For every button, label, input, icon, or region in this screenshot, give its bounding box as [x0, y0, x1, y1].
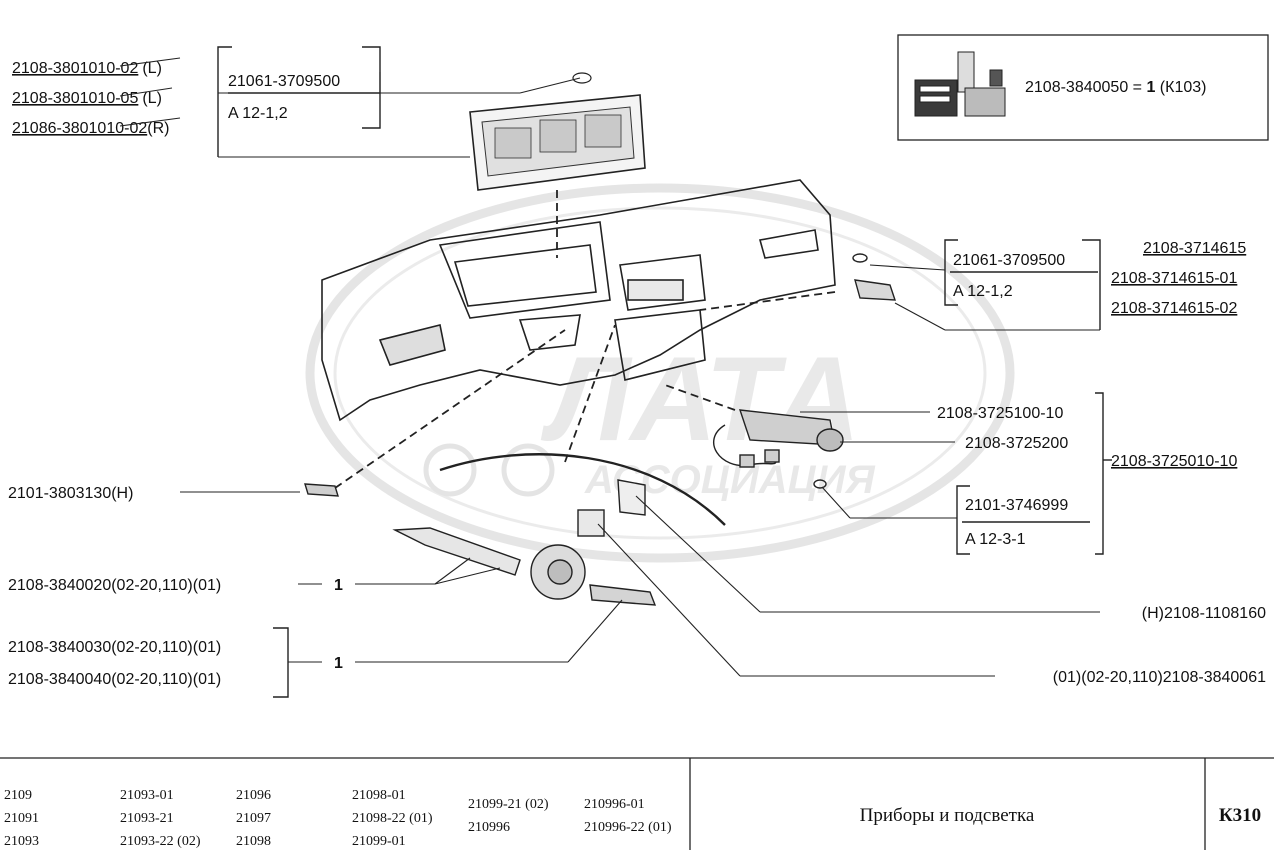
model: 210996-01 — [584, 797, 645, 812]
cable-speedo-code: 2108-3840020(02-20,110)(01) — [8, 577, 221, 594]
watermark-wheel-icon — [423, 443, 477, 497]
right-part-code-2: (01)(02-20,110)2108-3840061 — [1053, 669, 1266, 686]
lighter-element-icon — [816, 428, 844, 452]
parts — [304, 253, 896, 606]
cable-speedo-qty: 1 — [334, 577, 343, 594]
switch-code-2: 2108-3714615-01 — [1111, 270, 1237, 287]
cable-bracket-qty: 1 — [334, 655, 343, 672]
page-code: К310 — [1219, 805, 1261, 826]
sensor-code: 2101-3803130(Н) — [8, 485, 133, 502]
model-list: 2109 21091 21093 21093-01 21093-21 21093… — [4, 788, 672, 849]
cable-bracket-code-2: 2108-3840040(02-20,110)(01) — [8, 671, 221, 688]
svg-text:2108-3801010-02(L): 2108-3801010-02(L) — [12, 60, 162, 77]
model: 21099-21 (02) — [468, 797, 549, 812]
model: 2109 — [4, 788, 32, 803]
model: 210996-22 (01) — [584, 820, 672, 835]
cluster-suffix-2: (L) — [142, 90, 162, 107]
sensor-icon — [304, 483, 339, 497]
brackets — [217, 46, 1112, 698]
lighter-assembly-code: 2108-3725010-10 — [1111, 453, 1237, 470]
dashboard-drawing — [321, 179, 836, 422]
bulb-lamp-code: 2101-3746999 — [965, 497, 1068, 514]
switch-code-1: 2108-3714615 — [1143, 240, 1246, 257]
model: 21093-21 — [120, 811, 174, 826]
svg-text:21086-3801010-02(R): 21086-3801010-02(R) — [12, 120, 169, 137]
kit-qty: 1 — [1146, 79, 1155, 96]
assembly-arrows — [334, 190, 836, 489]
model: 21093 — [4, 834, 39, 849]
instrument-cluster — [469, 72, 646, 191]
watermark: ЛАТА АССОЦИАЦИЯ — [305, 183, 1015, 563]
cluster-suffix-3: (R) — [147, 120, 169, 137]
plate-icon — [617, 479, 646, 516]
cable-bracket-code-1: 2108-3840030(02-20,110)(01) — [8, 639, 221, 656]
model: 21097 — [236, 811, 271, 826]
watermark-wheel-icon — [501, 443, 555, 497]
bulb-right-spec: A 12-1,2 — [953, 283, 1013, 300]
svg-text:2108-3801010-05(L): 2108-3801010-05(L) — [12, 90, 162, 107]
bulb-lamp-spec: A 12-3-1 — [965, 531, 1026, 548]
bulb-icon — [852, 253, 868, 263]
cluster-code-2: 2108-3801010-05 — [12, 90, 138, 107]
bracket-icon — [589, 584, 657, 606]
lighter-socket-code: 2108-3725100-10 — [937, 405, 1063, 422]
cluster-code-1: 2108-3801010-02 — [12, 60, 138, 77]
bulb-top-code: 21061-3709500 — [228, 73, 340, 90]
bulb-right-code: 21061-3709500 — [953, 252, 1065, 269]
washer-icon — [577, 509, 605, 537]
cable-icon — [392, 527, 521, 576]
svg-text:2108-3840050 = 1 (К103): 2108-3840050 = 1 (К103) — [1025, 79, 1206, 96]
model: 21093-22 (02) — [120, 834, 201, 849]
model: 21099-01 — [352, 834, 406, 849]
cluster-code-3: 21086-3801010-02 — [12, 120, 147, 137]
model: 21096 — [236, 788, 271, 803]
bulb-icon — [813, 479, 827, 489]
model: 21093-01 — [120, 788, 174, 803]
cluster-suffix-1: (L) — [142, 60, 162, 77]
model: 21098-22 (01) — [352, 811, 433, 826]
footer: 2109 21091 21093 21093-01 21093-21 21093… — [0, 757, 1274, 850]
lighter-element-code: 2108-3725200 — [965, 435, 1068, 452]
kit-box: 2108-3840050 = 1 (К103) — [897, 34, 1269, 141]
switch-icon — [854, 279, 896, 301]
model: 21091 — [4, 811, 39, 826]
kit-ref: (К103) — [1155, 79, 1206, 96]
right-part-code-1: (Н)2108-1108160 — [1142, 605, 1266, 622]
switch-codes: 2108-3714615 2108-3714615-01 2108-371461… — [1111, 240, 1246, 317]
model: 21098-01 — [352, 788, 406, 803]
bulb-icon — [572, 72, 592, 84]
kit-code: 2108-3840050 = — [1025, 79, 1146, 96]
page-title: Приборы и подсветка — [860, 805, 1035, 826]
kit-icon — [914, 51, 1006, 117]
model: 21098 — [236, 834, 271, 849]
model: 210996 — [468, 820, 510, 835]
switch-code-3: 2108-3714615-02 — [1111, 300, 1237, 317]
cluster-labels: 2108-3801010-02(L) 2108-3801010-05(L) 21… — [12, 57, 181, 137]
bulb-top-spec: A 12-1,2 — [228, 105, 288, 122]
